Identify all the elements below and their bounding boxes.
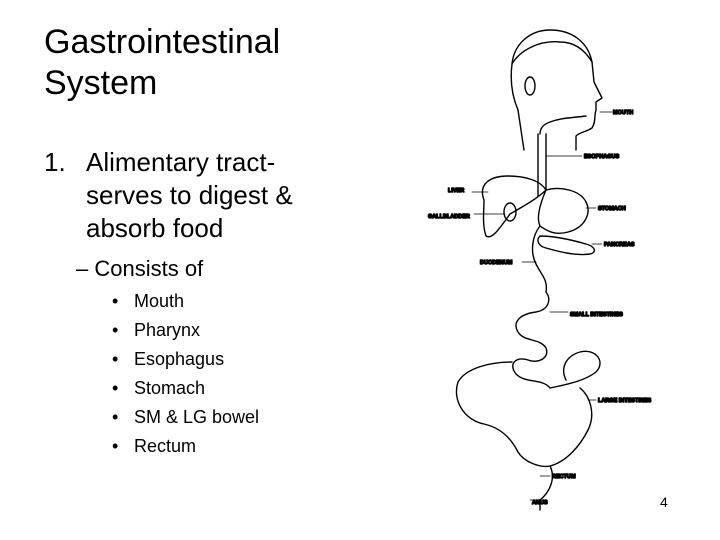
- sub-label: Consists of: [94, 256, 204, 281]
- list-item-label: SM & LG bowel: [134, 407, 260, 427]
- point-line-3: absorb food: [86, 213, 224, 243]
- main-point: 1. Alimentary tract- serves to digest & …: [44, 146, 344, 245]
- pancreas-shape: [537, 235, 596, 256]
- list-item: • Rectum: [112, 432, 259, 461]
- list-item: • Pharynx: [112, 316, 259, 345]
- label-stomach: STOMACH: [598, 206, 626, 212]
- sigmoid-colon: [539, 465, 554, 501]
- point-line-2: serves to digest &: [86, 180, 293, 210]
- gallbladder-shape: [503, 202, 517, 222]
- label-small-intestines: SMALL INTESTINES: [570, 312, 623, 318]
- list-item-label: Pharynx: [134, 320, 201, 340]
- ear-icon: [524, 76, 536, 96]
- hair: [511, 41, 593, 65]
- bullet: •: [112, 320, 119, 340]
- duodenum-tube: [531, 225, 548, 293]
- point-number: 1.: [44, 147, 66, 177]
- label-mouth: MOUTH: [613, 110, 633, 116]
- label-duodenum: DUODENUM: [480, 260, 513, 266]
- list-item-label: Esophagus: [134, 349, 225, 369]
- list-item-label: Rectum: [134, 436, 197, 456]
- bullet: •: [112, 378, 119, 398]
- neck-back: [517, 109, 525, 151]
- esophagus-tube: [537, 133, 547, 197]
- point-line-1: Alimentary tract-: [86, 147, 276, 177]
- page-number: 4: [660, 494, 668, 510]
- sub-point: – Consists of: [76, 255, 203, 283]
- title-line-2: System: [44, 64, 158, 102]
- list-item: • Mouth: [112, 287, 259, 316]
- list-item-label: Stomach: [134, 378, 206, 398]
- label-gallbladder: GALLBLADDER: [428, 214, 470, 220]
- gi-system-diagram: MOUTH ESOPHAGUS LIVER GALLBLADDER STOMAC…: [427, 29, 652, 511]
- sub-dash: –: [76, 256, 89, 281]
- large-intestine: [455, 350, 601, 468]
- label-rectum: RECTUM: [552, 474, 576, 480]
- label-pancreas: PANCREAS: [604, 242, 635, 248]
- slide-title: Gastrointestinal System: [44, 22, 374, 104]
- bullet: •: [112, 407, 119, 427]
- liver-shape: [481, 175, 547, 238]
- pharynx: [539, 115, 587, 135]
- leader-lines: [471, 111, 613, 501]
- label-liver: LIVER: [448, 188, 464, 194]
- bullet: •: [112, 349, 119, 369]
- title-line-1: Gastrointestinal: [44, 23, 281, 61]
- bullet: •: [112, 436, 119, 456]
- label-anus: ANUS: [532, 500, 548, 506]
- list-item: • Stomach: [112, 374, 259, 403]
- list-item-label: Mouth: [134, 291, 185, 311]
- stomach-shape: [537, 187, 589, 235]
- label-esophagus: ESOPHAGUS: [584, 154, 619, 160]
- bullet: •: [112, 291, 119, 311]
- organ-list: • Mouth • Pharynx • Esophagus • Stomach • SM …: [112, 287, 259, 461]
- list-item: • SM & LG bowel: [112, 403, 259, 432]
- list-item: • Esophagus: [112, 345, 259, 374]
- small-intestine: [512, 291, 551, 389]
- label-large-intestines: LARGE INTESTINES: [598, 398, 652, 404]
